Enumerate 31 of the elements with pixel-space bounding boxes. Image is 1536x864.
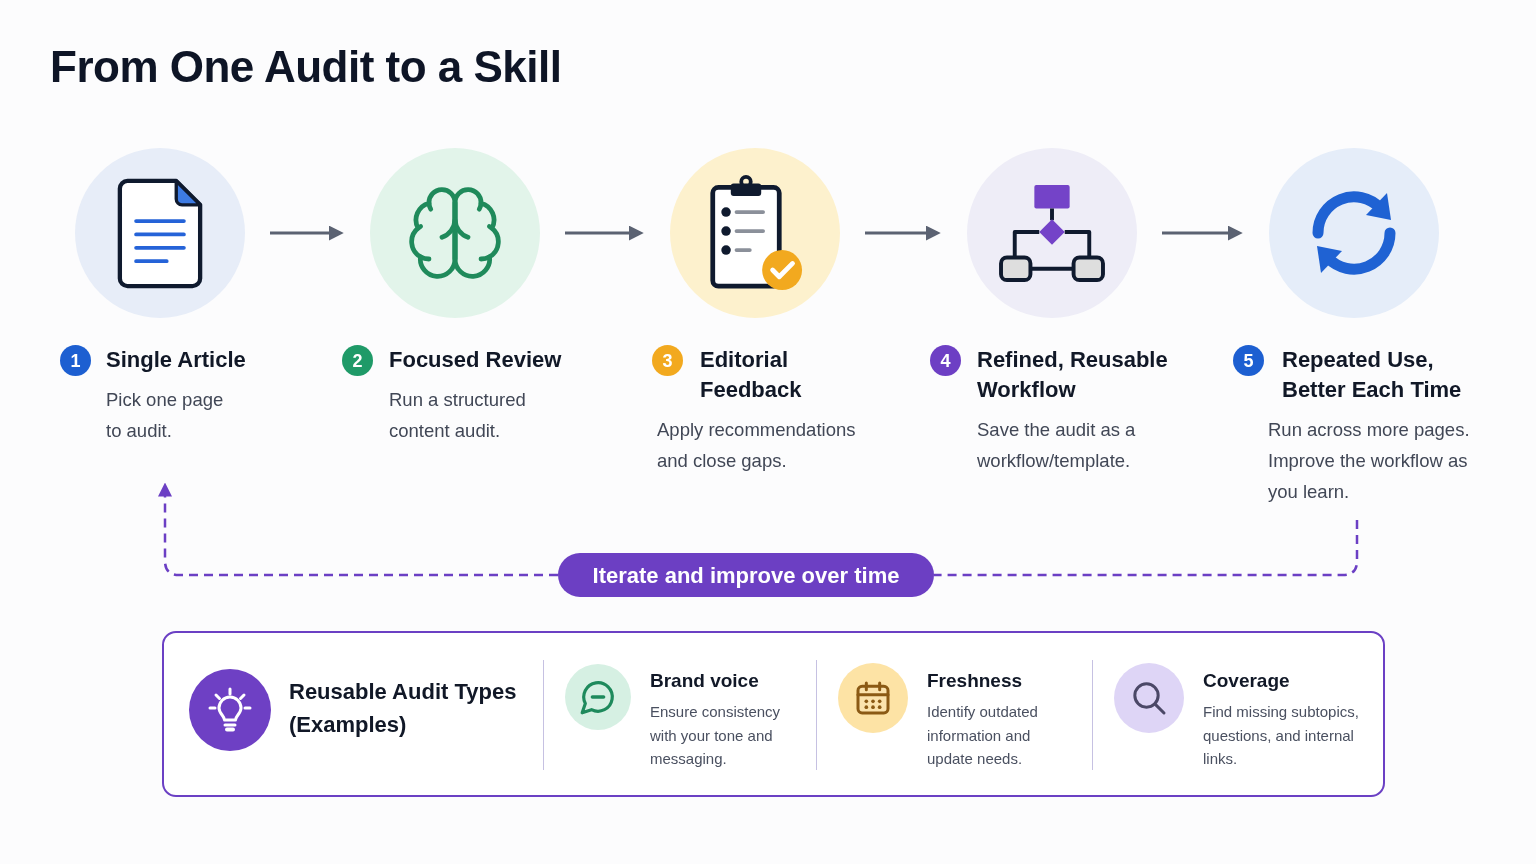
audit-type-title: Brand voice bbox=[650, 669, 760, 693]
step-number: 3 bbox=[652, 345, 683, 376]
step-title: Repeated Use, Better Each Time bbox=[1282, 346, 1463, 404]
panel-heading: Reusable Audit Types (Examples) bbox=[289, 678, 518, 739]
dashed-arrow bbox=[158, 482, 558, 577]
arrow bbox=[865, 225, 941, 241]
audit-type-description: Find missing subtopics, questions, and internal links. bbox=[1203, 702, 1360, 769]
step-title: Editorial Feedback bbox=[700, 346, 803, 404]
step-description: Save the audit as a workflow/template. bbox=[977, 418, 1137, 473]
audit-type-description: Identify outdated information and update needs. bbox=[927, 702, 1039, 769]
step-number: 5 bbox=[1233, 345, 1264, 376]
step-title: Focused Review bbox=[389, 346, 563, 374]
step-number: 1 bbox=[60, 345, 91, 376]
step-description: Pick one page to audit. bbox=[106, 388, 225, 443]
arrow bbox=[565, 225, 644, 241]
audit-type-description: Ensure consistency with your tone and messaging. bbox=[650, 702, 782, 769]
audit-types-panel bbox=[162, 631, 1385, 797]
step-title: Single Article bbox=[106, 346, 247, 374]
step-description: Run a structured content audit. bbox=[389, 388, 527, 443]
step-title: Refined, Reusable Workflow bbox=[977, 346, 1169, 404]
audit-type-title: Coverage bbox=[1203, 669, 1291, 693]
step-number: 4 bbox=[930, 345, 961, 376]
step-description: Run across more pages. Improve the workflow as you learn. bbox=[1268, 418, 1471, 504]
step-description: Apply recommendations and close gaps. bbox=[657, 418, 857, 473]
step-number: 2 bbox=[342, 345, 373, 376]
page-title: From One Audit to a Skill bbox=[50, 45, 562, 89]
arrow bbox=[1162, 225, 1243, 241]
dashed-connector-line bbox=[934, 520, 1359, 577]
arrow bbox=[270, 225, 344, 241]
audit-type-title: Freshness bbox=[927, 669, 1024, 693]
loop-label: Iterate and improve over time bbox=[558, 553, 934, 597]
